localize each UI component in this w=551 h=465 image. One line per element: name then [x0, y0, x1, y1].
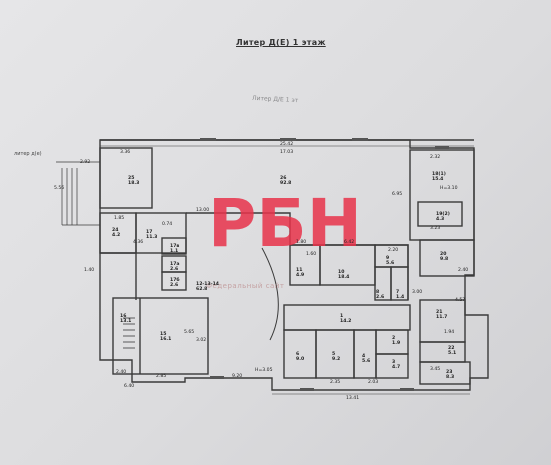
stair-symbol [123, 317, 135, 349]
dimension-label: 4.36 [133, 240, 144, 245]
dimension-label: 1.94 [444, 330, 455, 335]
room-16-wall [112, 297, 209, 375]
dimension-label: 2.03 [368, 380, 379, 385]
ceiling-height-label: H=3.05 [255, 368, 273, 373]
outside-steps [56, 161, 100, 226]
room-17v-wall [161, 237, 187, 255]
dimension-label: 3.00 [412, 290, 423, 295]
room-18-label: 18(1)15.4 [432, 172, 446, 182]
outer-wall [99, 139, 489, 391]
dimension-label: 17.03 [280, 150, 294, 155]
dimension-label: 9.20 [232, 374, 243, 379]
dimension-label: 2.32 [430, 155, 441, 160]
window-mark [280, 138, 296, 141]
room-21-wall [419, 299, 466, 343]
side-annotation: литер д(е) [14, 151, 42, 157]
window-mark [200, 138, 216, 141]
watermark-text: Федеральный сайт [206, 282, 285, 290]
room-17-wall [135, 212, 187, 254]
room-7-wall [390, 266, 409, 301]
window-mark [210, 376, 224, 379]
room-25-wall [99, 147, 153, 209]
dimension-label: 1.60 [306, 252, 317, 257]
dimension-label: 3.02 [196, 338, 207, 343]
window-mark [300, 388, 314, 391]
dimension-label: 2.40 [116, 370, 127, 375]
room-2-wall [375, 329, 409, 355]
dimension-label: 2.35 [330, 380, 341, 385]
dimension-label: 3.36 [120, 150, 131, 155]
window-mark [400, 388, 414, 391]
room-22-wall [419, 341, 466, 363]
dimension-label: 1.85 [114, 216, 125, 221]
dimension-label: 2.85 [156, 374, 167, 379]
room-23-wall [419, 361, 471, 385]
ceiling-height-right-label: H=3.10 [440, 186, 458, 191]
dimension-label: 6.95 [392, 192, 403, 197]
dimension-label: 2.40 [458, 268, 469, 273]
room-20-wall [419, 239, 475, 277]
dimension-label: 3.23 [430, 226, 441, 231]
room-17b-wall [161, 271, 187, 291]
window-mark [435, 146, 449, 149]
plan-title: Литер Д(Е) 1 этаж [236, 38, 326, 47]
dimension-label: 6.42 [344, 240, 355, 245]
logo-text: РБН [208, 188, 362, 258]
dimension-label: 13.00 [196, 208, 210, 213]
curved-partition [261, 247, 279, 341]
rbn-logo: РБН [208, 188, 362, 258]
dimension-label: 2.20 [388, 248, 399, 253]
dimension-label: 2.92 [80, 160, 91, 165]
wall-left-lower [100, 252, 137, 300]
window-mark [352, 138, 368, 141]
dimension-label: 5.56 [54, 186, 65, 191]
room-19-label: 19(2)4.3 [436, 212, 450, 222]
dimension-label: 6.40 [124, 384, 135, 389]
dimension-label: 13.41 [346, 396, 360, 401]
dimension-label: 25.42 [280, 142, 294, 147]
dimension-label: 5.65 [184, 330, 195, 335]
room-19-wall [417, 201, 463, 227]
dimension-label: 3.45 [430, 367, 441, 372]
dimension-label: 1.80 [296, 240, 307, 245]
dimension-label: 4.57 [455, 298, 466, 303]
dimension-label: 1.40 [84, 268, 95, 273]
dimension-label: 0.74 [162, 222, 173, 227]
